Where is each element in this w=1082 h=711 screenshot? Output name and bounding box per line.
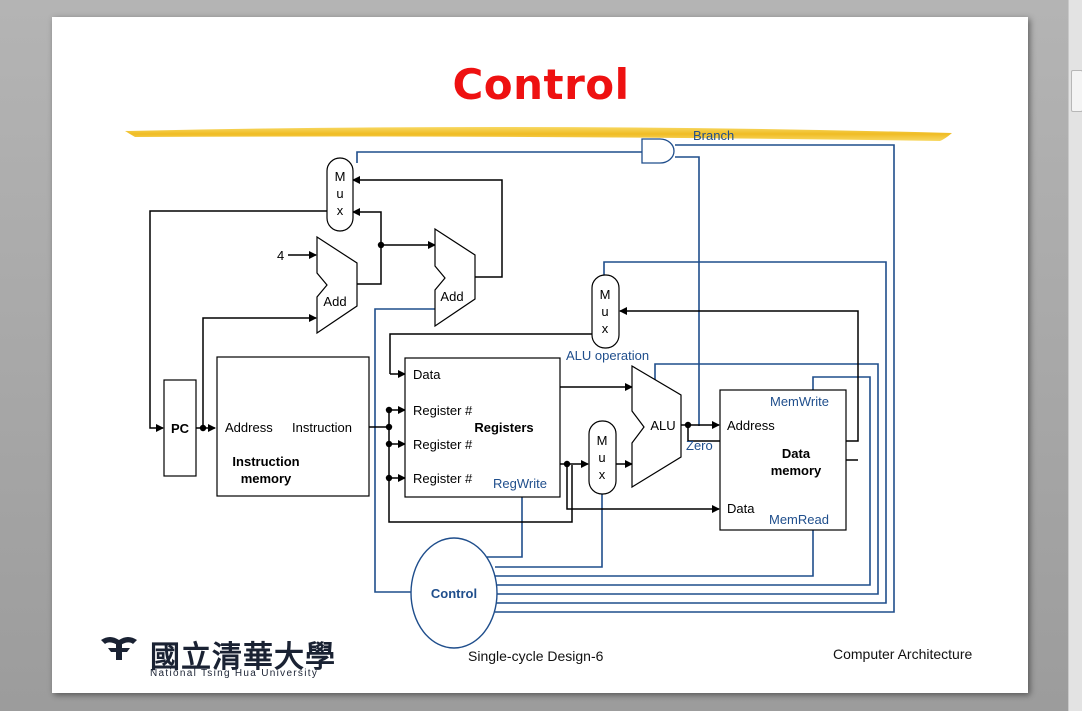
pc-label: PC [171, 421, 190, 436]
dmem-memwrite-label: MemWrite [770, 394, 829, 409]
dmem-memread-label: MemRead [769, 512, 829, 527]
mux-letter: x [337, 203, 344, 218]
dmem-address-label: Address [727, 418, 775, 433]
writeback-mux [591, 274, 620, 349]
university-logo-english: National Tsing Hua University [150, 668, 319, 679]
zero-label: Zero [686, 438, 713, 453]
dmem-data-label: Data [727, 501, 755, 516]
constant-four: 4 [277, 248, 284, 263]
alu-operation-label: ALU operation [566, 348, 649, 363]
university-emblem-icon [101, 637, 137, 660]
footer-slide-name: Single-cycle Design-6 [468, 648, 604, 664]
branch-adder-label: Add [440, 289, 463, 304]
pc-adder [316, 235, 358, 335]
control-label: Control [431, 586, 477, 601]
imem-address-label: Address [225, 420, 273, 435]
title-underline-brush [125, 126, 952, 141]
branch-and-gate [641, 138, 675, 164]
pc-source-mux [326, 157, 354, 232]
mux-letter: M [600, 287, 611, 302]
control-signal-lines [356, 144, 895, 613]
dmem-title-2: memory [771, 463, 822, 478]
reg-read2-label: Register # [413, 437, 473, 452]
mux-letter: x [602, 321, 609, 336]
slide-title: Control [452, 60, 630, 109]
pc-register [163, 379, 197, 477]
imem-title-1: Instruction [232, 454, 299, 469]
dmem-title-1: Data [782, 446, 811, 461]
university-logo-chinese: 國立清華大學 [150, 640, 336, 675]
instruction-memory [216, 356, 370, 497]
mux-letter: u [598, 450, 605, 465]
alu-label: ALU [650, 418, 675, 433]
registers-title: Registers [474, 420, 533, 435]
junction-dots [199, 241, 692, 482]
alu-source-mux [588, 420, 617, 495]
alu [631, 364, 682, 489]
pc-adder-label: Add [323, 294, 346, 309]
scrollbar-thumb[interactable] [1071, 70, 1082, 112]
mux-letter: u [601, 304, 608, 319]
reg-data-label: Data [413, 367, 441, 382]
mux-letter: u [336, 186, 343, 201]
mux-letter: x [599, 467, 606, 482]
regwrite-label: RegWrite [493, 476, 547, 491]
register-file [404, 357, 561, 498]
control-unit [410, 537, 498, 649]
mux-letter: M [597, 433, 608, 448]
imem-title-2: memory [241, 471, 292, 486]
branch-label: Branch [693, 128, 734, 143]
branch-adder [434, 227, 476, 328]
datapath-lines [149, 176, 859, 523]
reg-write-label: Register # [413, 471, 473, 486]
vertical-scrollbar[interactable] [1068, 0, 1082, 711]
mux-letter: M [335, 169, 346, 184]
reg-read1-label: Register # [413, 403, 473, 418]
data-memory [719, 389, 847, 531]
imem-instruction-label: Instruction [292, 420, 352, 435]
footer-course-name: Computer Architecture [833, 646, 973, 662]
